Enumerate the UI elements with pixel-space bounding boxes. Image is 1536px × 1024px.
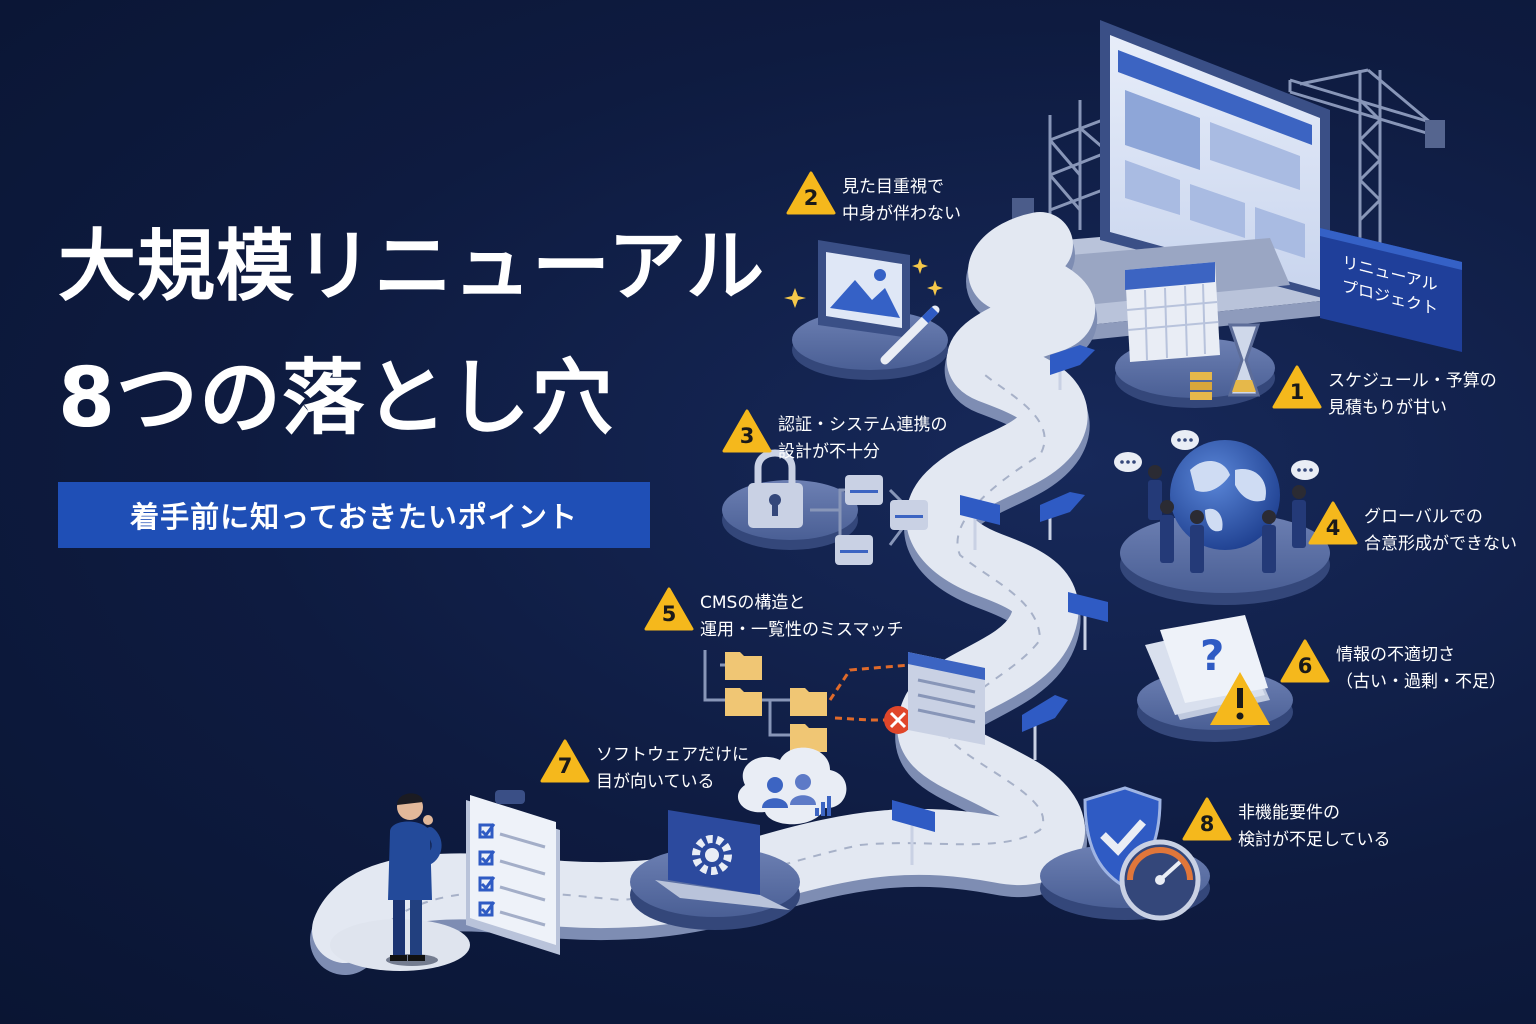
page-title-line2: 8つの落とし穴 [58,351,615,446]
image-pen-icon [784,240,948,380]
callout-text-line1: CMSの構造と [700,593,806,613]
callout-text-line1: グローバルでの [1364,507,1483,527]
callout-2: 2 見た目重視で 中身が伴わない [786,171,961,228]
callout-text-line2: （古い・過剰・不足） [1336,672,1506,692]
warning-badge-icon: 4 [1308,501,1358,545]
warning-badge-icon: 2 [786,171,836,215]
callout-3: 3 認証・システム連携の 設計が不十分 [722,409,948,466]
subtitle-banner: 着手前に知っておきたいポイント [58,482,650,548]
callout-number: 5 [661,602,677,626]
callout-text-line1: 情報の不適切さ [1336,645,1455,665]
globe-people-icon [1114,430,1330,605]
callout-text-line2: 設計が不十分 [778,442,880,462]
callout-4: 4 グローバルでの 合意形成ができない [1308,501,1517,558]
project-sign [1320,228,1462,352]
callout-text-line1: ソフトウェアだけに [596,745,749,765]
callout-6: 6 情報の不適切さ （古い・過剰・不足） [1280,639,1506,696]
callout-number: 3 [739,424,755,448]
scaffolding [1048,92,1110,235]
callout-text-line2: 合意形成ができない [1364,534,1517,554]
callout-text-line2: 運用・一覧性のミスマッチ [700,620,904,640]
page-title-line1: 大規模リニューアル [58,222,766,312]
businessman-figure [386,793,442,966]
shield-gauge-icon [1040,786,1210,921]
callout-number: 8 [1199,812,1215,836]
callout-text-line2: 見積もりが甘い [1328,398,1447,418]
callout-7: 7 ソフトウェアだけに 目が向いている [540,739,749,796]
callout-text-line2: 目が向いている [596,772,715,792]
callout-text-line1: スケジュール・予算の [1328,371,1497,391]
documents-warning-icon: ? [1137,615,1293,742]
warning-badge-icon: 1 [1272,365,1322,409]
callout-text-line2: 検討が不足している [1238,830,1391,850]
callout-number: 2 [803,186,819,210]
calendar-hourglass-icon [1115,262,1275,408]
svg-text:?: ? [1200,631,1224,680]
callout-text-line2: 中身が伴わない [842,204,961,224]
laptop-gear-icon [630,747,847,930]
warning-badge-icon: 8 [1182,797,1232,841]
warning-badge-icon: 3 [722,409,772,453]
callout-text-line1: 認証・システム連携の [778,415,948,435]
crane [1288,68,1441,255]
callout-8: 8 非機能要件の 検討が不足している [1182,797,1391,854]
warning-badge-icon: 5 [644,587,694,631]
warning-badge-icon: 6 [1280,639,1330,683]
callout-number: 4 [1325,516,1341,540]
crane-weight [1425,120,1445,148]
callout-number: 7 [557,754,573,778]
warning-badge-icon: 7 [540,739,590,783]
folder-tree-icon [703,650,985,752]
callout-number: 1 [1289,380,1305,404]
clipboard-checklist-icon [466,790,560,955]
callout-text-line1: 非機能要件の [1238,803,1340,823]
callout-number: 6 [1297,654,1313,678]
lock-network-icon [722,449,928,565]
road-sign-arrows [892,345,1108,865]
callout-1: 1 スケジュール・予算の 見積もりが甘い [1272,365,1497,422]
callout-text-line1: 見た目重視で [842,177,944,197]
callout-5: 5 CMSの構造と 運用・一覧性のミスマッチ [644,587,904,644]
